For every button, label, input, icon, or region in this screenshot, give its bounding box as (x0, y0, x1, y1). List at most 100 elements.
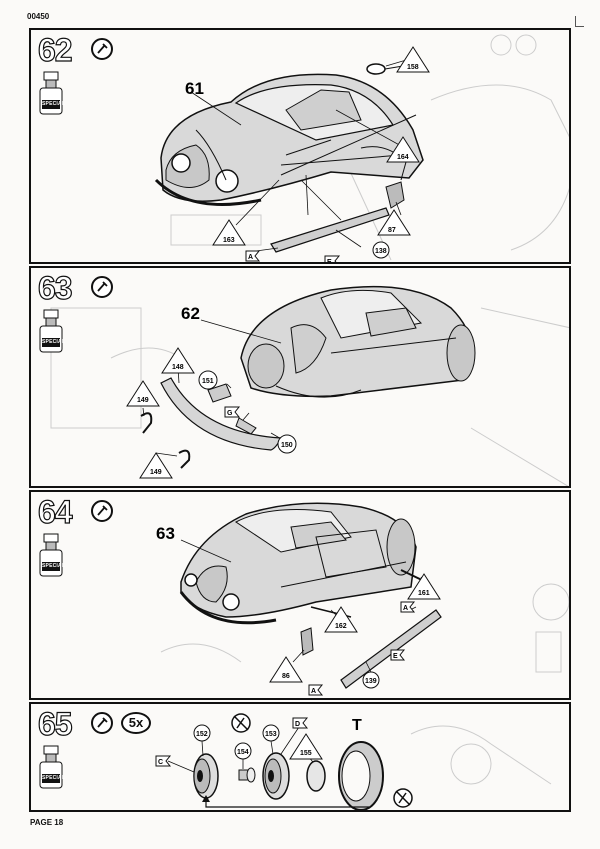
paint-point-A: A (248, 254, 253, 261)
paint-point-E: E (393, 653, 398, 660)
paint-point-C: C (158, 759, 163, 766)
part-label-149-upper: 149 (137, 397, 149, 404)
glue-icon (91, 38, 113, 60)
ghost-background (160, 583, 569, 673)
axle-pin-part (238, 767, 256, 783)
assembly-ref-61: 61 (185, 79, 204, 98)
triangle-marker-155 (289, 733, 323, 760)
paint-jar-label: SPECIAL (42, 775, 66, 781)
beetle-body-62 (240, 285, 476, 398)
rear-bumper-part (160, 377, 282, 451)
triangle-marker-163 (212, 219, 246, 246)
circle-marker-151 (198, 370, 218, 390)
triangle-marker-149b (139, 452, 173, 479)
hubcap-part (306, 760, 326, 792)
paint-flag-A-lower (308, 684, 324, 696)
part-label-158: 158 (407, 64, 419, 71)
part-label-86: 86 (282, 673, 290, 680)
step-64-drawing: 63 161 162 86 139 A E A (156, 502, 569, 696)
part-label-151: 151 (202, 378, 214, 385)
tyre-part (338, 741, 384, 810)
paint-point-A-upper: A (403, 605, 408, 612)
step-number-65: 65 (37, 706, 73, 742)
page-number: PAGE 18 (30, 818, 64, 827)
assembly-ref-62: 62 (181, 304, 200, 323)
triangle-marker-148 (161, 347, 195, 374)
part-label-150: 150 (281, 442, 293, 449)
paint-point-G: G (227, 410, 233, 417)
paint-flag-D (292, 717, 309, 729)
part-label-164: 164 (397, 154, 409, 161)
quantity-multiplier: 5x (121, 712, 151, 734)
part-label-148: 148 (172, 364, 184, 371)
part-label-87: 87 (388, 227, 396, 234)
paint-flag-G (224, 406, 241, 418)
assembly-ref-63: 63 (156, 524, 175, 543)
circle-marker-152 (193, 724, 211, 742)
step-63-drawing: 62 148 149 149 151 150 G (50, 285, 569, 486)
part-label-163: 163 (223, 237, 235, 244)
wheel-rim-part (262, 752, 290, 800)
beetle-body-63 (179, 502, 417, 625)
circle-marker-150 (277, 434, 297, 454)
ghost-background (50, 307, 569, 486)
part-label-138: 138 (375, 248, 387, 255)
mudflap-part (300, 627, 314, 656)
no-glue-icon (231, 713, 251, 733)
triangle-marker-162 (324, 606, 358, 633)
part-label-tyre: T (352, 717, 362, 734)
mudflap-part (385, 181, 405, 209)
paint-flag-A-upper (400, 601, 416, 613)
part-label-162: 162 (335, 623, 347, 630)
paint-flag-E (324, 255, 341, 262)
glue-icon (91, 276, 113, 298)
leader-lines (167, 723, 314, 773)
part-label-153: 153 (265, 731, 277, 738)
step-panel-64: 63 161 162 86 139 A E A 64 SPECIAL (29, 490, 571, 700)
bumper-brackets (140, 412, 257, 469)
paint-flag-A (245, 250, 261, 262)
part-label-139: 139 (365, 678, 377, 685)
part-label-154: 154 (237, 749, 249, 756)
beetle-body-61 (154, 73, 424, 206)
light-assembly-part (207, 383, 232, 403)
triangle-marker-86 (269, 656, 303, 683)
paint-jar-label: SPECIAL (42, 563, 66, 569)
circle-marker-138 (372, 241, 390, 259)
step-number-63: 63 (37, 270, 73, 306)
part-label-161: 161 (418, 590, 430, 597)
paint-jar-label: SPECIAL (42, 101, 66, 107)
step-62-drawing: 61 158 164 163 87 138 A E (154, 34, 569, 264)
ghost-background (410, 725, 552, 785)
paint-flag-E (390, 649, 406, 661)
triangle-marker-87 (377, 209, 411, 236)
paint-point-E: E (327, 259, 332, 264)
running-board-part (340, 609, 442, 689)
circle-marker-153 (262, 724, 280, 742)
no-glue-icon (393, 788, 413, 808)
step-panel-63: 62 148 149 149 151 150 G 63 SPECIAL (29, 266, 571, 488)
part-label-152: 152 (196, 731, 208, 738)
circle-marker-139 (362, 671, 380, 689)
paint-point-D: D (295, 721, 300, 728)
glue-icon (91, 712, 113, 734)
triangle-marker-149a (126, 380, 160, 407)
wheel-hub-part (193, 753, 219, 799)
part-label-155: 155 (300, 750, 312, 757)
registration-mark (575, 16, 584, 27)
step-panel-62: 61 158 164 163 87 138 A E 62 SPECIAL (29, 28, 571, 264)
step-number-62: 62 (37, 32, 73, 68)
glue-icon (91, 500, 113, 522)
paint-jar-label: SPECIAL (42, 339, 66, 345)
paint-point-A-lower: A (311, 688, 316, 695)
assembly-arrow (202, 795, 369, 808)
step-panel-65: 152 154 153 155 C D T 65 5x SPECIAL (29, 702, 571, 812)
step-65-drawing: 152 154 153 155 C D T (155, 713, 552, 810)
triangle-marker-161 (407, 573, 441, 600)
circle-marker-154 (234, 742, 252, 760)
part-label-149-lower: 149 (150, 469, 162, 476)
triangle-marker-164 (386, 136, 420, 163)
step-number-64: 64 (37, 494, 73, 530)
running-board-part (270, 207, 390, 253)
triangle-marker-158 (396, 46, 430, 73)
